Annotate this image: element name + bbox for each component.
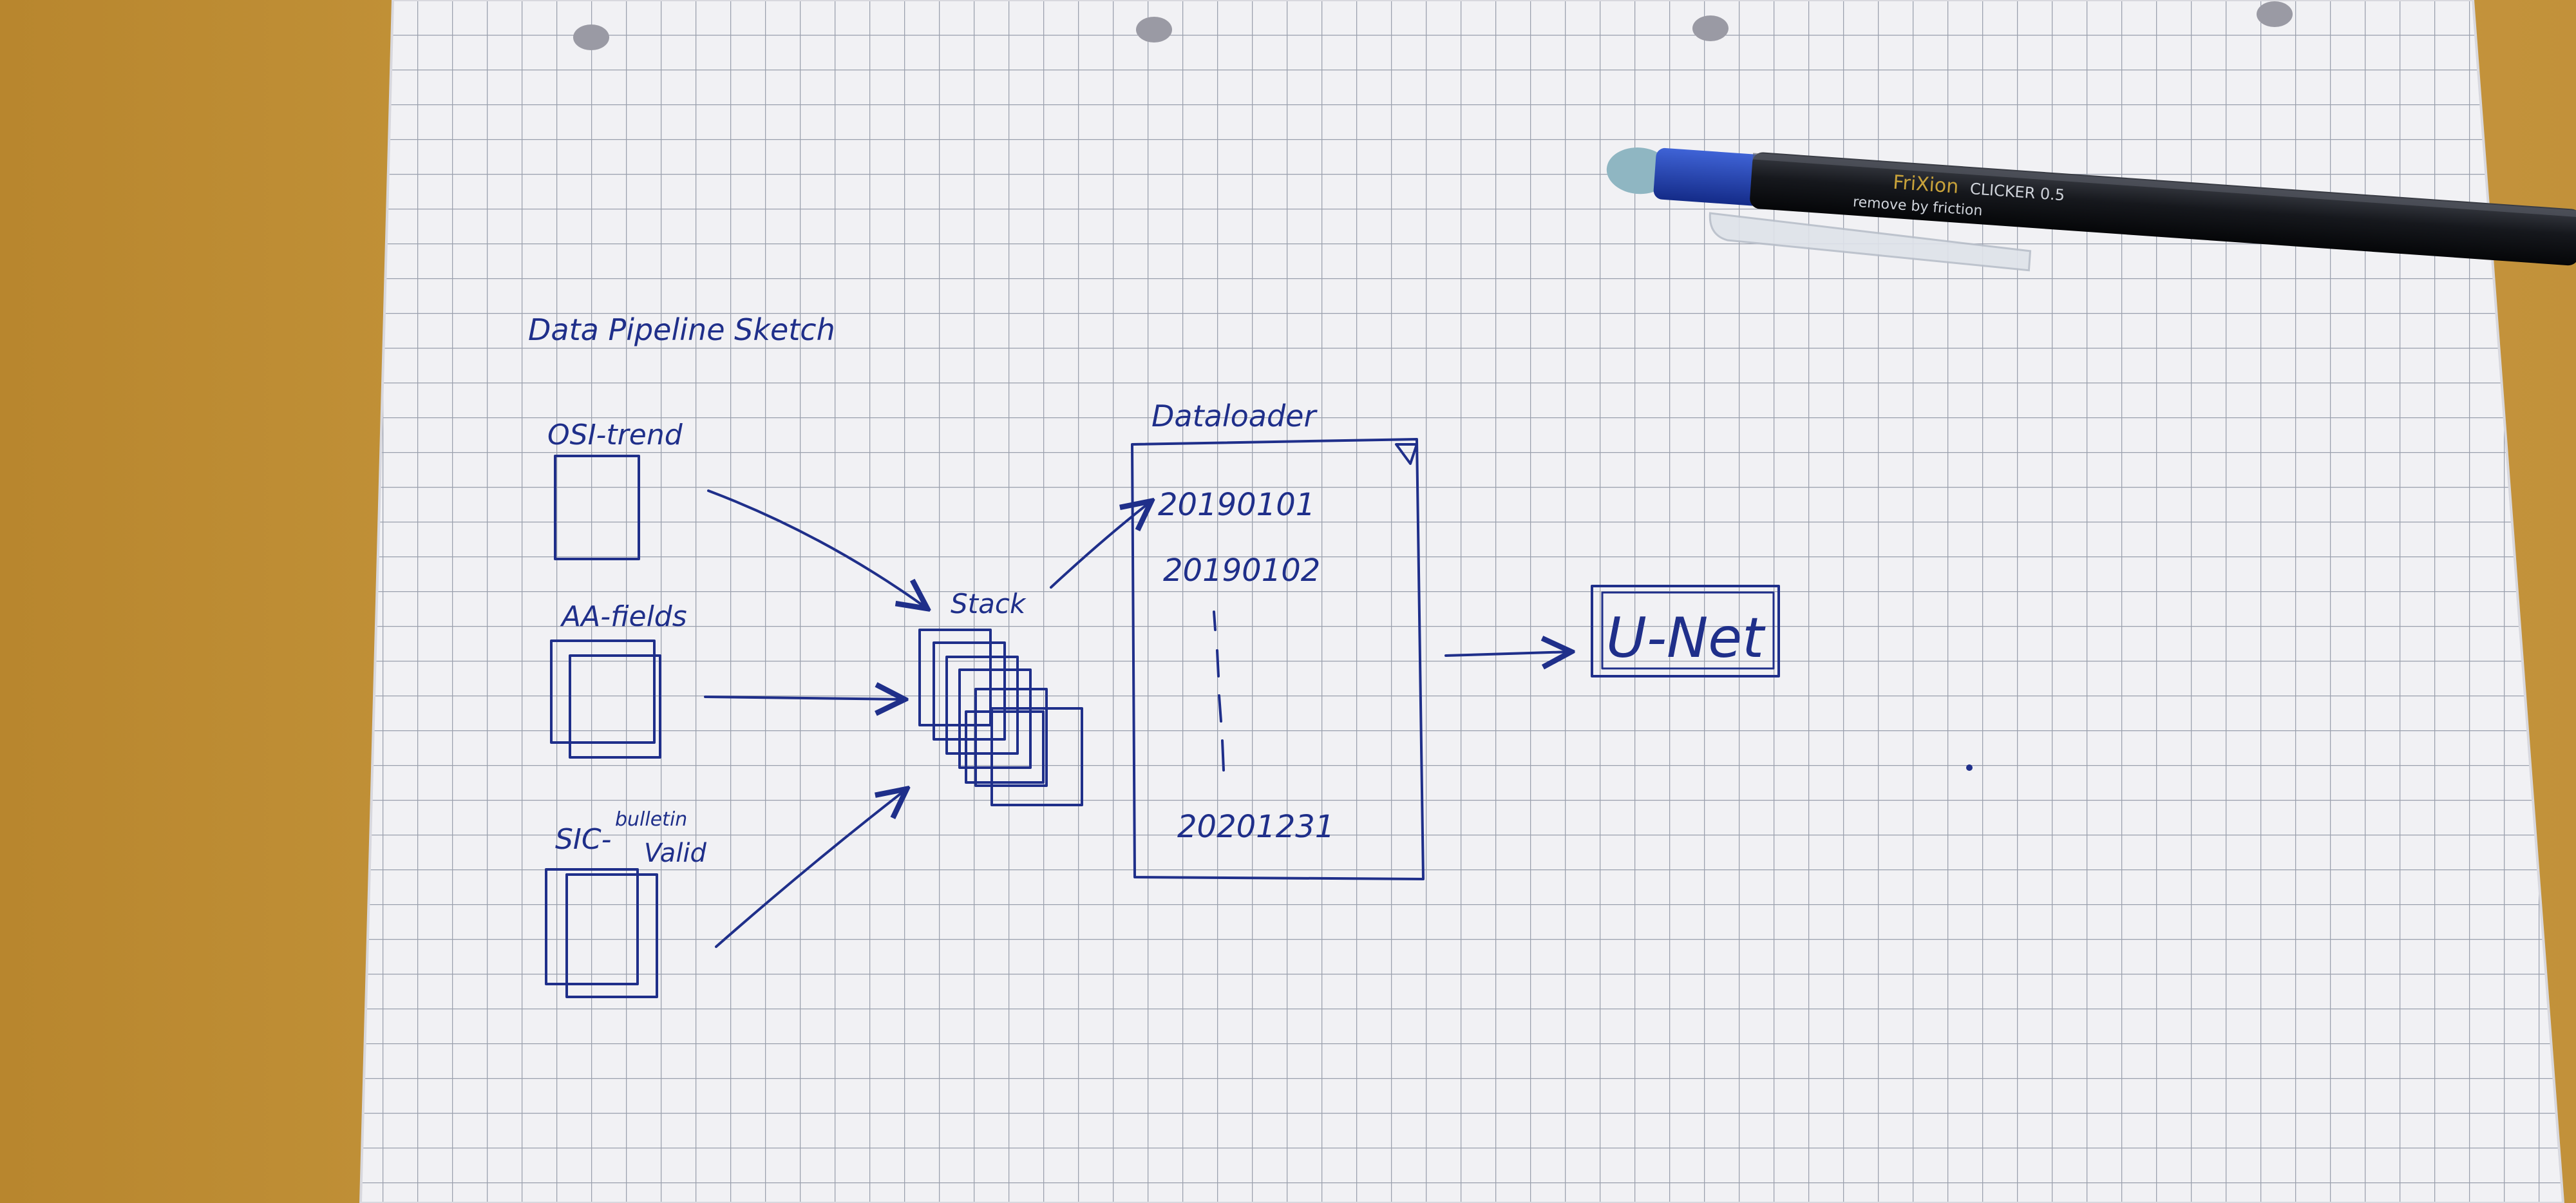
arrow-dataloader-to-unet bbox=[1444, 652, 1571, 656]
input-label-aa-fields: AA-fields bbox=[560, 600, 687, 633]
punch-hole bbox=[1136, 17, 1172, 43]
dataloader-last-date: 20201231 bbox=[1177, 809, 1334, 845]
dataloader-corner-mark bbox=[1395, 443, 1418, 465]
arrow-aa-to-stack bbox=[704, 697, 905, 699]
stack-label: Stack bbox=[951, 588, 1027, 620]
aa-fields-frame-front bbox=[569, 654, 661, 759]
input-label-sic-bulletin: bulletin bbox=[615, 808, 687, 831]
dataloader-label: Dataloader bbox=[1151, 399, 1318, 433]
aa-fields-frame-back bbox=[550, 639, 656, 744]
stack-layer bbox=[945, 656, 1019, 755]
dataloader-first-date: 20190101 bbox=[1158, 487, 1315, 523]
arrow-osi-to-stack bbox=[707, 489, 927, 609]
dataloader-frame bbox=[1131, 438, 1425, 880]
pipeline-diagram: Data Pipeline Sketch OSI-trend AA-fields… bbox=[528, 312, 1973, 998]
graph-paper-sheet bbox=[359, 0, 2565, 1203]
stack-layer bbox=[933, 641, 1006, 741]
dataloader-ellipsis-dots bbox=[1213, 611, 1225, 772]
stack-layer bbox=[918, 629, 992, 726]
pen-brand-text: FriXion bbox=[1892, 171, 1959, 198]
osi-trend-frame bbox=[554, 455, 640, 560]
stack-layer bbox=[990, 707, 1083, 806]
stack-layer bbox=[958, 668, 1032, 769]
sic-frame-front bbox=[565, 873, 658, 998]
stack-layer bbox=[974, 688, 1048, 787]
unet-box bbox=[1591, 585, 1780, 677]
input-label-osi-trend: OSI-trend bbox=[547, 419, 683, 451]
unet-box-inner bbox=[1601, 591, 1775, 670]
punch-hole bbox=[1692, 15, 1728, 41]
punch-hole bbox=[2257, 1, 2293, 27]
input-label-sic: SIC- bbox=[555, 823, 612, 856]
sic-frame-back bbox=[545, 868, 639, 985]
punch-hole bbox=[573, 24, 609, 50]
arrow-sic-to-stack bbox=[715, 789, 907, 948]
dataloader-second-date: 20190102 bbox=[1163, 553, 1320, 589]
erasable-pen: FriXion CLICKER 0.5 remove by friction bbox=[1606, 147, 2576, 272]
input-label-sic-valid: Valid bbox=[644, 838, 707, 868]
arrow-stack-to-dataloader bbox=[1050, 501, 1151, 589]
unet-label: U-Net bbox=[1606, 606, 1766, 670]
stack-layer bbox=[965, 710, 1045, 784]
ink-dot bbox=[1966, 764, 1973, 771]
diagram-title: Data Pipeline Sketch bbox=[528, 312, 835, 347]
